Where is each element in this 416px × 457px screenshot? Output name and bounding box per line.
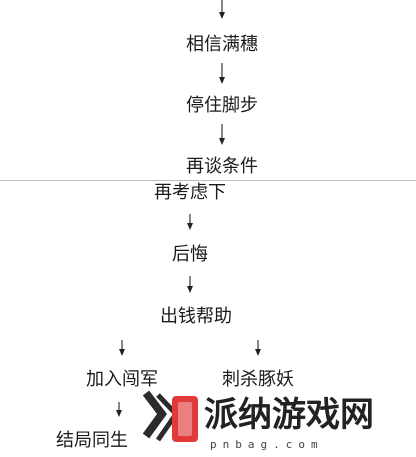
watermark-url: pnbag.com [210,438,324,451]
node-reconsider: 再考虑下 [154,182,226,203]
node-stop-walking: 停住脚步 [186,95,258,116]
node-regret: 后悔 [172,244,208,265]
arrow-node-1-to-2 [219,63,225,84]
node-give-money: 出钱帮助 [160,306,232,327]
arrow-reconsider-to-regret [187,214,193,230]
node-trust-mansui: 相信满穗 [186,34,258,55]
node-renegotiate: 再谈条件 [186,156,258,177]
node-assassinate: 刺杀豚妖 [222,369,294,390]
arrow-into-node-1 [219,0,225,19]
arrow-to-left-branch [119,340,125,356]
watermark-logo-icon [142,390,198,442]
arrow-join-to-ending [116,402,122,417]
arrow-regret-to-help [187,276,193,293]
arrow-node-2-to-3 [219,124,225,145]
node-ending-together: 结局同生 [56,430,128,451]
arrow-to-right-branch [255,340,261,356]
watermark-title: 派纳游戏网 [204,395,374,435]
node-join-rebels: 加入闯军 [86,369,158,390]
watermark: 派纳游戏网 pnbag.com [142,390,374,451]
